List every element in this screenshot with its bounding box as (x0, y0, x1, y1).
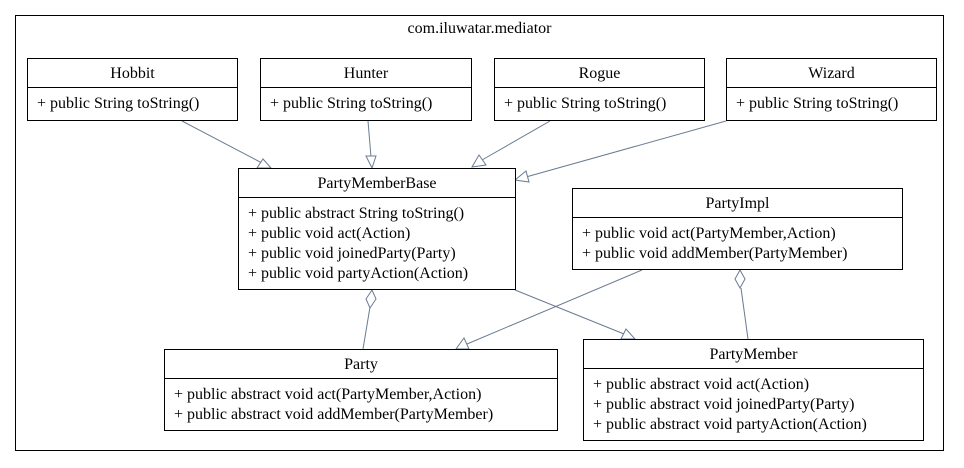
class-name: PartyMember (584, 340, 923, 369)
package-title: com.iluwatar.mediator (407, 20, 552, 37)
method: + public String toString() (504, 95, 667, 112)
class-name: Party (165, 350, 557, 379)
arrowhead-hollow-triangle (620, 328, 637, 340)
method: + public String toString() (270, 95, 433, 112)
edge-partymemberbase-implements-partymember (514, 289, 625, 335)
class-name: Rogue (495, 59, 704, 88)
edge-hobbit-extends (181, 120, 263, 164)
arrowhead-hollow-triangle (471, 154, 487, 168)
method: + public void joinedParty(Party) (248, 245, 456, 262)
class-wizard[interactable]: Wizard + public String toString() (726, 58, 937, 121)
method: + public void addMember(PartyMember) (582, 245, 848, 262)
package-frame: com.iluwatar.mediator (15, 15, 944, 451)
method: + public String toString() (736, 95, 899, 112)
class-hobbit[interactable]: Hobbit + public String toString() (27, 58, 238, 121)
method: + public void act(Action) (248, 225, 411, 242)
method: + public void act(PartyMember,Action) (582, 225, 836, 242)
aggregation-diamond (365, 288, 377, 310)
class-partymember[interactable]: PartyMember + public abstract void act(A… (583, 339, 924, 441)
method: + public abstract void addMember(PartyMe… (174, 406, 494, 423)
edge-wizard-extends (525, 120, 727, 178)
method-list: + public abstract void act(Action) + pub… (584, 369, 923, 439)
method-list: + public void act(PartyMember,Action) + … (573, 218, 902, 268)
class-hunter[interactable]: Hunter + public String toString() (260, 58, 472, 121)
edge-hunter-extends (367, 120, 372, 158)
class-partymemberbase[interactable]: PartyMemberBase + public abstract String… (238, 168, 516, 290)
class-name: PartyMemberBase (239, 169, 515, 198)
arrowhead-hollow-triangle (513, 170, 530, 183)
arrowhead-hollow-triangle (365, 155, 377, 170)
class-partyimpl[interactable]: PartyImpl + public void act(PartyMember,… (572, 188, 903, 270)
method-list: + public String toString() (28, 88, 237, 118)
class-name: Hobbit (28, 59, 237, 88)
method-list: + public abstract void act(PartyMember,A… (165, 379, 557, 429)
method: + public abstract void act(PartyMember,A… (174, 386, 482, 403)
class-name: PartyImpl (573, 189, 902, 218)
method-list: + public String toString() (495, 88, 704, 118)
aggregation-diamond (734, 268, 746, 290)
method-list: + public String toString() (261, 88, 471, 118)
arrowhead-hollow-triangle (256, 158, 273, 169)
edge-partyimpl-partymember (740, 287, 749, 340)
class-rogue[interactable]: Rogue + public String toString() (494, 58, 705, 121)
edge-partymemberbase-party (362, 306, 371, 350)
method: + public void partyAction(Action) (248, 265, 469, 282)
method: + public String toString() (37, 95, 200, 112)
method: + public abstract void joinedParty(Party… (593, 396, 855, 413)
edge-partyimpl-implements-party (466, 269, 643, 345)
method-list: + public String toString() (727, 88, 936, 118)
method: + public abstract String toString() (248, 205, 465, 222)
method-list: + public abstract String toString() + pu… (239, 198, 515, 288)
method: + public abstract void act(Action) (593, 376, 810, 393)
method: + public abstract void partyAction(Actio… (593, 416, 867, 433)
class-name: Wizard (727, 59, 936, 88)
class-party[interactable]: Party + public abstract void act(PartyMe… (164, 349, 558, 431)
class-name: Hunter (261, 59, 471, 88)
edge-rogue-extends (481, 120, 551, 161)
